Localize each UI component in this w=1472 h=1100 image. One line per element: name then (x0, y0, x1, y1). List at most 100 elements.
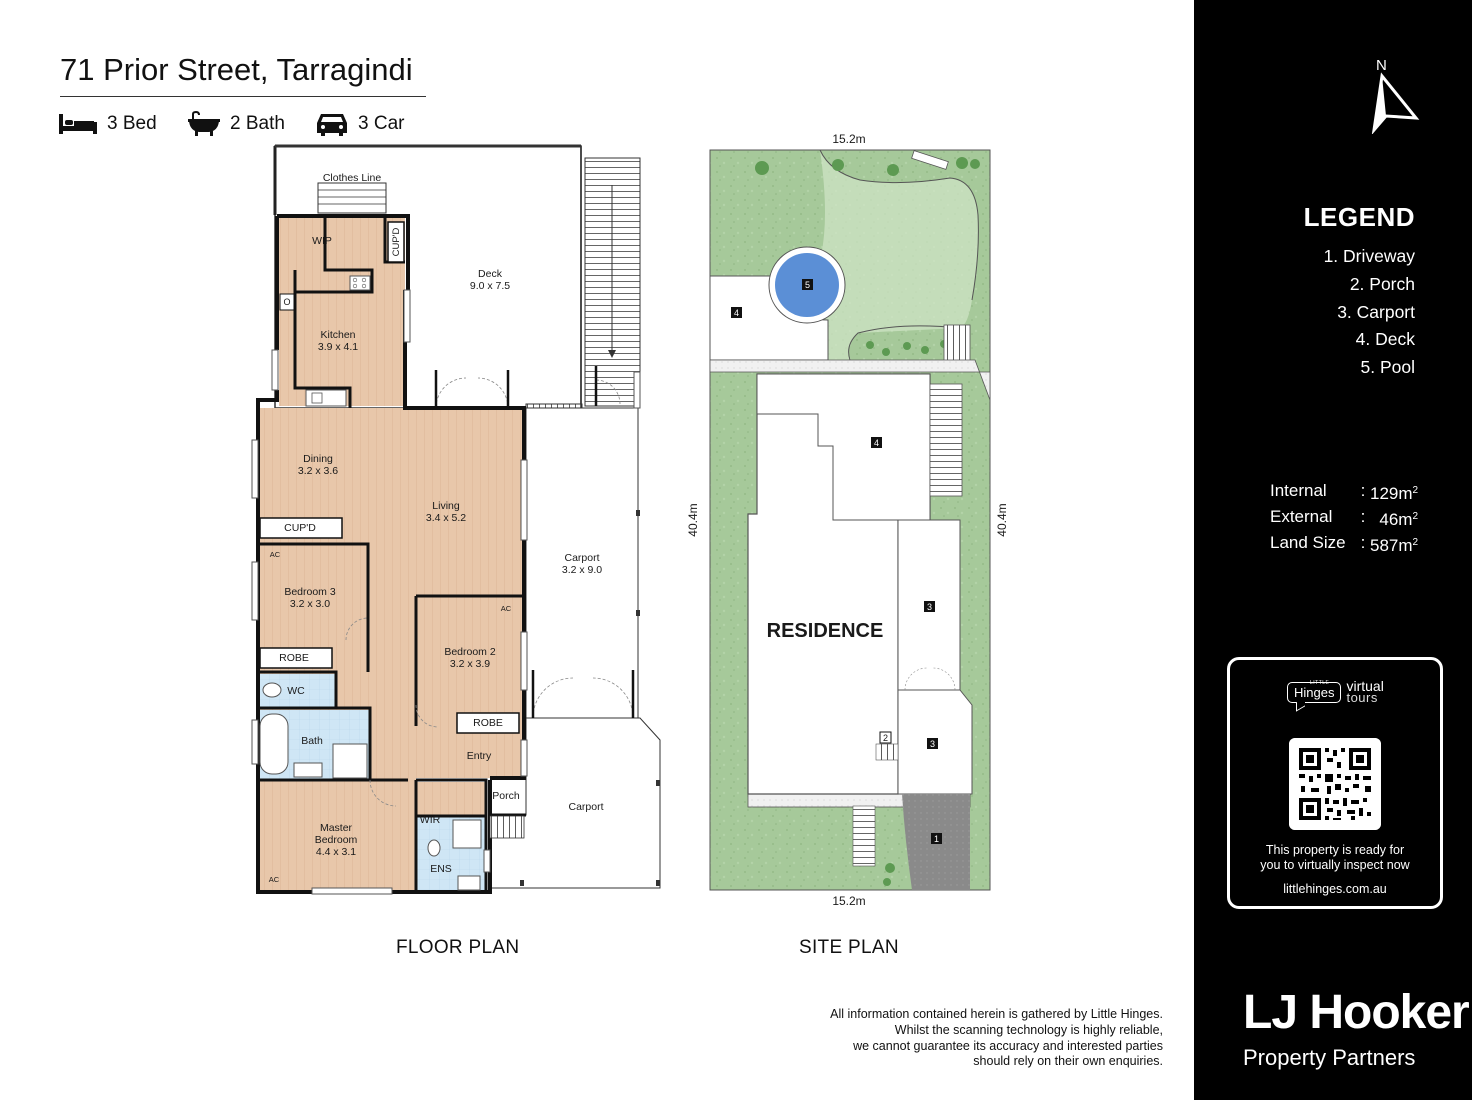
feature-bath: 2 Bath (187, 110, 285, 138)
disclaimer: All information contained herein is gath… (743, 1007, 1163, 1070)
car-icon (317, 114, 347, 136)
ac-master: AC (269, 875, 280, 884)
marker-porch (879, 731, 892, 744)
legend-item: 3. Carport (1337, 301, 1415, 322)
virtual-tour-url[interactable]: littlehinges.com.au (1283, 882, 1387, 896)
room-deck: Deck (478, 268, 503, 280)
room-carport-lower: Carport (568, 801, 603, 813)
area-external: External : 46m2 (1270, 507, 1418, 529)
legend-item: 2. Porch (1349, 273, 1415, 294)
site-plan-caption: SITE PLAN (799, 937, 899, 958)
marker-driveway (931, 833, 942, 844)
room-carport-upper: Carport (564, 552, 599, 564)
oven-symbol: O (283, 297, 290, 307)
svg-text:3: 3 (927, 602, 932, 612)
ac-bed2: AC (501, 604, 512, 613)
legend-item: 1. Driveway (1323, 246, 1415, 266)
legend-item: 4. Deck (1355, 329, 1415, 350)
room-carport-upper-size: 3.2 x 9.0 (562, 564, 602, 576)
virtual-tours-wordmark: virtual tours (1346, 678, 1384, 705)
master-floor (258, 780, 416, 892)
dim-width-top: 15.2m (832, 132, 865, 146)
marker-deck (871, 437, 882, 448)
disclaimer-line: Whilst the scanning technology is highly… (894, 1022, 1163, 1037)
little-hinges-logo: LITTLE Hinges virtual tours (1287, 678, 1384, 705)
qr-code-icon[interactable] (1289, 738, 1381, 830)
site-plan: 1 2 3 3 4 4 5 15.2m 15.2m 40.4m 40.4m RE… (686, 132, 1009, 908)
floor-plan: Clothes Line WIP CUP'D Deck 9.0 x 7.5 Ki… (251, 144, 661, 895)
brand-logo: LJ Hooker (1243, 986, 1470, 1039)
area-summary: Internal : 129m2 External : 46m2 Land Si… (1270, 479, 1418, 557)
room-bedroom2: Bedroom 2 (444, 646, 496, 658)
area-internal: Internal : 129m2 (1270, 481, 1419, 503)
room-wir: WIR (420, 814, 441, 826)
room-bedroom2-size: 3.2 x 3.9 (450, 658, 490, 670)
disclaimer-line: All information contained herein is gath… (830, 1007, 1163, 1021)
room-bedroom3-size: 3.2 x 3.0 (290, 598, 330, 610)
north-arrow-icon: N (1371, 57, 1420, 134)
residence-label: RESIDENCE (767, 620, 884, 642)
hinges-badge: LITTLE Hinges (1287, 680, 1342, 703)
room-wip: WIP (312, 235, 332, 247)
room-living: Living (432, 500, 460, 512)
room-deck-size: 9.0 x 7.5 (470, 280, 510, 292)
bed-icon (59, 114, 97, 134)
room-bath: Bath (301, 735, 323, 747)
virtual-tour-card[interactable]: LITTLE Hinges virtual tours (1227, 657, 1443, 909)
feature-bed: 3 Bed (58, 110, 157, 138)
virtual-tour-text: This property is ready for you to virtua… (1260, 843, 1410, 872)
floor-plan-caption: FLOOR PLAN (396, 937, 520, 958)
svg-text:4: 4 (874, 438, 879, 448)
marker-carport-upper (924, 601, 935, 612)
room-porch: Porch (492, 790, 520, 802)
dim-depth-right: 40.4m (995, 503, 1009, 536)
bath-icon (188, 111, 220, 136)
dim-depth-left: 40.4m (686, 503, 700, 536)
room-kitchen-size: 3.9 x 4.1 (318, 341, 358, 353)
marker-pool-deck (731, 307, 742, 318)
robe-bed2 (456, 712, 520, 734)
legend-item: 5. Pool (1360, 357, 1415, 378)
legend-list: 1. Driveway 2. Porch 3. Carport 4. Deck … (1324, 243, 1415, 382)
marker-carport-lower (927, 738, 938, 749)
feature-car: 3 Car (315, 110, 404, 138)
carport-upper (525, 407, 639, 719)
disclaimer-line: we cannot guarantee its accuracy and int… (853, 1038, 1163, 1053)
room-cupd-kitchen: CUP'D (391, 227, 402, 256)
living-cupboard (259, 517, 343, 539)
room-master-bedroom-line2: Bedroom (315, 834, 358, 846)
brand-subtitle: Property Partners (1243, 1045, 1416, 1070)
room-wc: WC (287, 685, 305, 697)
disclaimer-line: should rely on their own enquiries. (973, 1054, 1163, 1069)
room-dining-size: 3.2 x 3.6 (298, 465, 338, 477)
room-robe-bed3: ROBE (279, 652, 309, 664)
svg-text:N: N (1376, 57, 1387, 74)
property-address: 71 Prior Street, Tarragindi (60, 52, 413, 87)
dim-width-bottom: 15.2m (832, 894, 865, 908)
clothes-line (317, 182, 387, 214)
kitchen-floor (279, 216, 385, 406)
legend-title: LEGEND (1303, 202, 1415, 232)
room-cupd-living: CUP'D (284, 522, 316, 534)
sidebar (1194, 0, 1472, 1100)
room-master-size: 4.4 x 3.1 (316, 846, 356, 858)
room-living-size: 3.4 x 5.2 (426, 512, 466, 524)
svg-text:5: 5 (805, 280, 810, 290)
toilet-wc (262, 682, 282, 698)
svg-text:2: 2 (883, 733, 888, 743)
room-bedroom3: Bedroom 3 (284, 586, 336, 598)
room-kitchen: Kitchen (320, 329, 355, 341)
feature-bath-label: 2 Bath (230, 113, 285, 134)
title-divider (60, 96, 426, 97)
room-master-bedroom: Master (320, 822, 353, 834)
room-ens: ENS (430, 863, 452, 875)
plans-canvas: Clothes Line WIP CUP'D Deck 9.0 x 7.5 Ki… (251, 132, 1009, 908)
svg-text:1: 1 (934, 834, 939, 844)
ac-bed3: AC (270, 550, 281, 559)
feature-bed-label: 3 Bed (107, 113, 157, 134)
room-dining: Dining (303, 453, 333, 465)
svg-text:4: 4 (734, 308, 739, 318)
bathtub (259, 713, 289, 775)
svg-text:3: 3 (930, 739, 935, 749)
marker-pool (802, 279, 813, 290)
